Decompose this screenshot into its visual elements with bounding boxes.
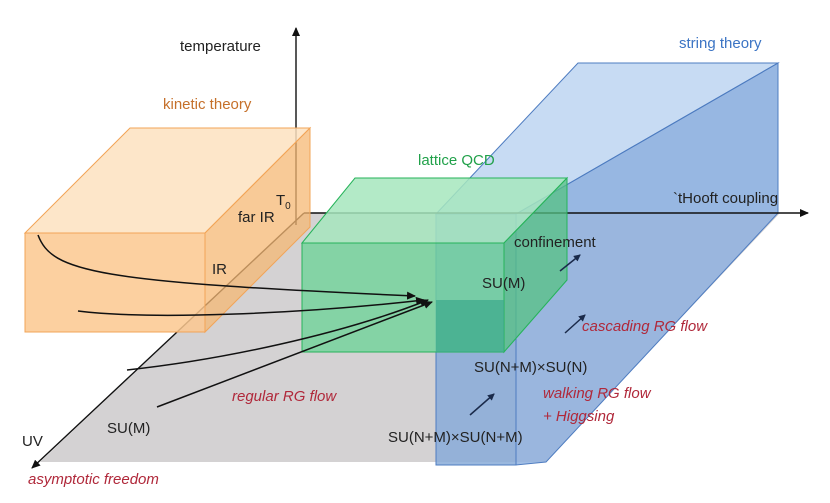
- su-m-top-label: SU(M): [482, 275, 525, 292]
- coupling-axis-label: `tHooft coupling: [673, 190, 778, 207]
- su-nm-nm-label: SU(N+M)×SU(N+M): [388, 429, 523, 446]
- flow-curve-kinetic-upper: [37, 234, 416, 300]
- asymptotic-freedom-label: asymptotic freedom: [28, 471, 159, 488]
- far-ir-label: far IR: [238, 209, 275, 226]
- flow-curve-front: [126, 299, 429, 371]
- kinetic-theory-box: [23, 126, 312, 334]
- flow-line-regular: [156, 301, 433, 408]
- lattice-qcd-box: [300, 176, 569, 354]
- cascading-rg-flow-label: cascading RG flow: [582, 318, 708, 335]
- su-nm-n-label: SU(N+M)×SU(N): [474, 359, 587, 376]
- su-m-bottom-label: SU(M): [107, 420, 150, 437]
- flow-arrow-walking: [469, 393, 495, 416]
- uv-axis-label: UV: [22, 433, 43, 450]
- flow-arrow-cascading: [564, 314, 586, 334]
- temperature-axis-label: temperature: [180, 38, 261, 55]
- kinetic-theory-label: kinetic theory: [163, 96, 252, 113]
- walking-rg-flow-label: walking RG flow: [543, 385, 652, 402]
- lattice-qcd-label: lattice QCD: [418, 152, 495, 169]
- t0-label: T0: [276, 192, 291, 212]
- flow-arrow-confinement: [559, 254, 581, 272]
- string-theory-label: string theory: [679, 35, 762, 52]
- flow-curve-kinetic-lower: [77, 296, 425, 317]
- higgsing-label: + Higgsing: [543, 408, 615, 425]
- regular-rg-flow-label: regular RG flow: [232, 388, 337, 405]
- confinement-label: confinement: [514, 234, 597, 251]
- ir-label: IR: [212, 261, 227, 278]
